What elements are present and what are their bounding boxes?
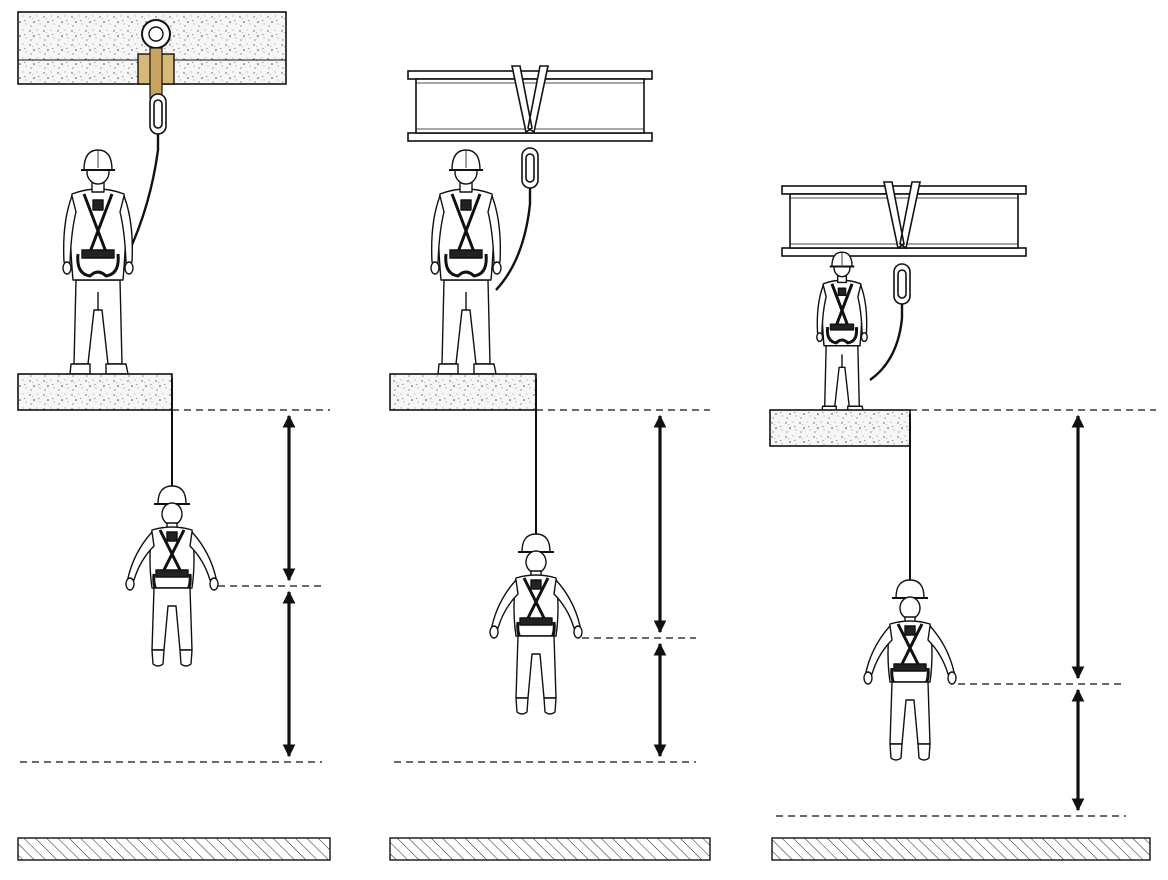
ground <box>771 837 1151 861</box>
webbing-sling <box>883 181 921 250</box>
lanyard <box>495 188 532 291</box>
ground <box>17 837 331 861</box>
standing-worker <box>815 251 869 415</box>
lanyard <box>869 304 904 381</box>
ground <box>389 837 711 861</box>
platform <box>769 409 911 447</box>
hanging-worker <box>488 532 584 716</box>
hanging-worker <box>124 484 220 668</box>
eyebolt-anchor <box>137 19 175 99</box>
scene-2-ibeam-anchor <box>389 65 711 861</box>
webbing-sling <box>511 65 549 134</box>
platform <box>389 373 537 411</box>
standing-worker <box>429 148 503 376</box>
scene-3-low-ibeam-anchor <box>769 181 1156 861</box>
standing-worker <box>61 148 135 376</box>
scene-1-concrete-anchor <box>17 11 331 861</box>
platform <box>17 373 173 411</box>
hanging-worker <box>862 578 958 762</box>
steel-i-beam <box>407 70 653 142</box>
